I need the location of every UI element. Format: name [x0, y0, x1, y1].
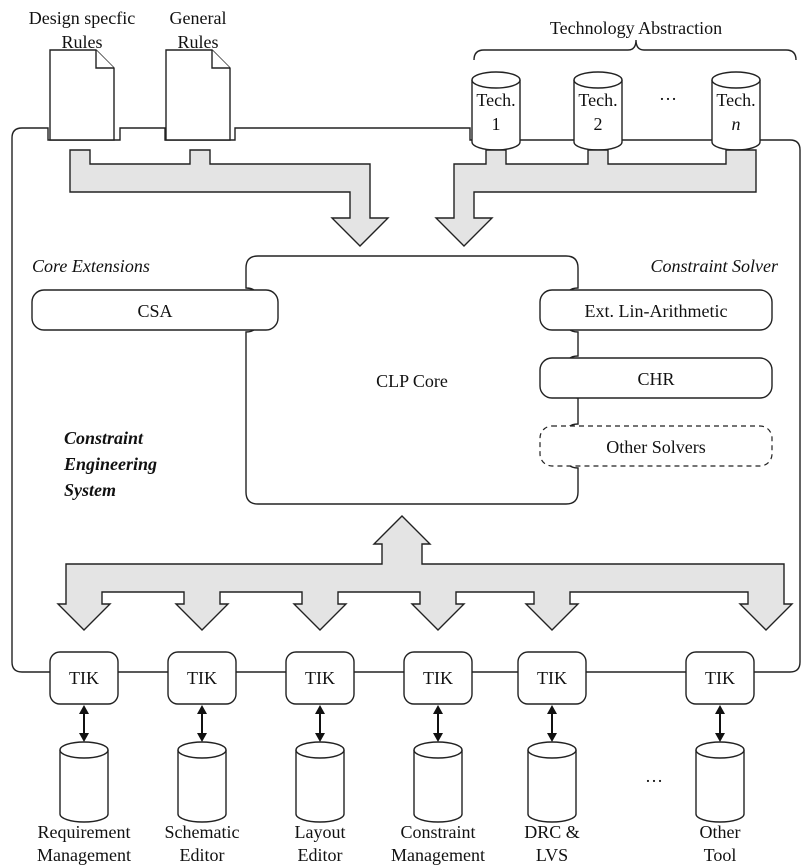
tech-n-label-line1: Tech. [716, 90, 755, 110]
solver-box-chr [539, 357, 773, 399]
solver-label-chr: CHR [637, 369, 674, 389]
tik-link-down-head-constraint-management [433, 733, 443, 742]
tik-link-down-head-layout-editor [315, 733, 325, 742]
tool-label-line2-requirement-management: Management [37, 845, 131, 865]
tik-link-up-head-requirement-management [79, 705, 89, 714]
tik-box-requirement-management [49, 651, 119, 705]
solver-box-other-solvers [539, 425, 773, 467]
design-specific-rules-document [49, 49, 115, 141]
core-to-tik-bus-arrow [56, 515, 794, 631]
tool-label-line2-constraint-management: Management [391, 845, 485, 865]
tool-label-line1-other-tool: Other [700, 822, 741, 842]
tik-group: TIK TIK TIK TIK TIK TIK [49, 651, 755, 705]
tech-n-label-line2: n [732, 114, 741, 134]
technology-to-core-arrow [434, 149, 757, 247]
tik-label-layout-editor: TIK [305, 668, 335, 688]
tik-link-up-head-layout-editor [315, 705, 325, 714]
tik-link-down-head-drc-lvs [547, 733, 557, 742]
tool-label-line1-schematic-editor: Schematic [165, 822, 240, 842]
system-label-line2: Engineering [63, 454, 157, 474]
tool-label-line2-layout-editor: Editor [298, 845, 343, 865]
tik-label-requirement-management: TIK [69, 668, 99, 688]
general-rules-document [165, 49, 231, 141]
tech-ellipsis: … [659, 84, 677, 104]
core-extensions-heading: Core Extensions [32, 256, 150, 276]
solver-label-ext-lin-arithmetic: Ext. Lin-Arithmetic [585, 301, 728, 321]
tech-1-label-line2: 1 [492, 114, 501, 134]
tik-link-down-head-schematic-editor [197, 733, 207, 742]
tool-label-line1-drc-lvs: DRC & [524, 822, 580, 842]
tech-2-label-line2: 2 [594, 114, 603, 134]
tool-cylinder-constraint-management [413, 750, 463, 823]
tool-label-line1-constraint-management: Constraint [401, 822, 476, 842]
tool-cylinder-schematic-editor [177, 750, 227, 823]
tool-label-line2-drc-lvs: LVS [536, 845, 568, 865]
constraint-solver-heading: Constraint Solver [650, 256, 778, 276]
tech-2-cylinder [573, 71, 623, 151]
system-label-line1: Constraint [64, 428, 144, 448]
tool-label-line1-layout-editor: Layout [295, 822, 346, 842]
tech-2-label-line1: Tech. [578, 90, 617, 110]
technology-abstraction-label: Technology Abstraction [550, 18, 722, 38]
tool-label-line2-other-tool: Tool [704, 845, 737, 865]
tech-n-cylinder [711, 71, 761, 151]
tool-cylinder-top-constraint-management [413, 741, 463, 759]
tik-link-up-head-drc-lvs [547, 705, 557, 714]
tik-box-drc-lvs [517, 651, 587, 705]
tools-ellipsis: … [645, 766, 663, 786]
general-rules-label-line1: General [170, 8, 227, 28]
tik-link-down-head-requirement-management [79, 733, 89, 742]
tik-box-constraint-management [403, 651, 473, 705]
solver-box-ext-lin-arithmetic [539, 289, 773, 331]
csa-extension-box [31, 289, 279, 331]
tool-cylinder-top-schematic-editor [177, 741, 227, 759]
tik-link-up-head-constraint-management [433, 705, 443, 714]
tik-box-schematic-editor [167, 651, 237, 705]
clp-core-label: CLP Core [376, 371, 448, 391]
tool-label-line2-schematic-editor: Editor [180, 845, 225, 865]
technology-brace [473, 39, 797, 61]
tool-cylinder-layout-editor [295, 750, 345, 823]
rules-to-core-arrow [69, 149, 390, 247]
tool-cylinder-top-requirement-management [59, 741, 109, 759]
tik-label-drc-lvs: TIK [537, 668, 567, 688]
tik-link-up-head-schematic-editor [197, 705, 207, 714]
solver-label-other-solvers: Other Solvers [606, 437, 705, 457]
tool-cylinder-top-drc-lvs [527, 741, 577, 759]
tik-link-up-head-other-tool [715, 705, 725, 714]
tech-1-label-line1: Tech. [476, 90, 515, 110]
tool-cylinder-top-other-tool [695, 741, 745, 759]
tik-label-constraint-management: TIK [423, 668, 453, 688]
tool-cylinder-top-layout-editor [295, 741, 345, 759]
design-specific-rules-label-line1: Design specfic [29, 8, 135, 28]
tool-cylinder-other-tool [695, 750, 745, 823]
tik-label-other-tool: TIK [705, 668, 735, 688]
system-frame [11, 127, 801, 673]
tool-label-line1-requirement-management: Requirement [38, 822, 131, 842]
general-rules-label-line2: Rules [177, 32, 218, 52]
tool-cylinder-requirement-management [59, 750, 109, 823]
tik-box-other-tool [685, 651, 755, 705]
system-label-line3: System [64, 480, 116, 500]
tik-link-down-head-other-tool [715, 733, 725, 742]
tool-cylinder-drc-lvs [527, 750, 577, 823]
csa-extension-label: CSA [137, 301, 172, 321]
tik-label-schematic-editor: TIK [187, 668, 217, 688]
tik-box-layout-editor [285, 651, 355, 705]
tech-1-cylinder [471, 71, 521, 151]
design-specific-rules-label-line2: Rules [61, 32, 102, 52]
